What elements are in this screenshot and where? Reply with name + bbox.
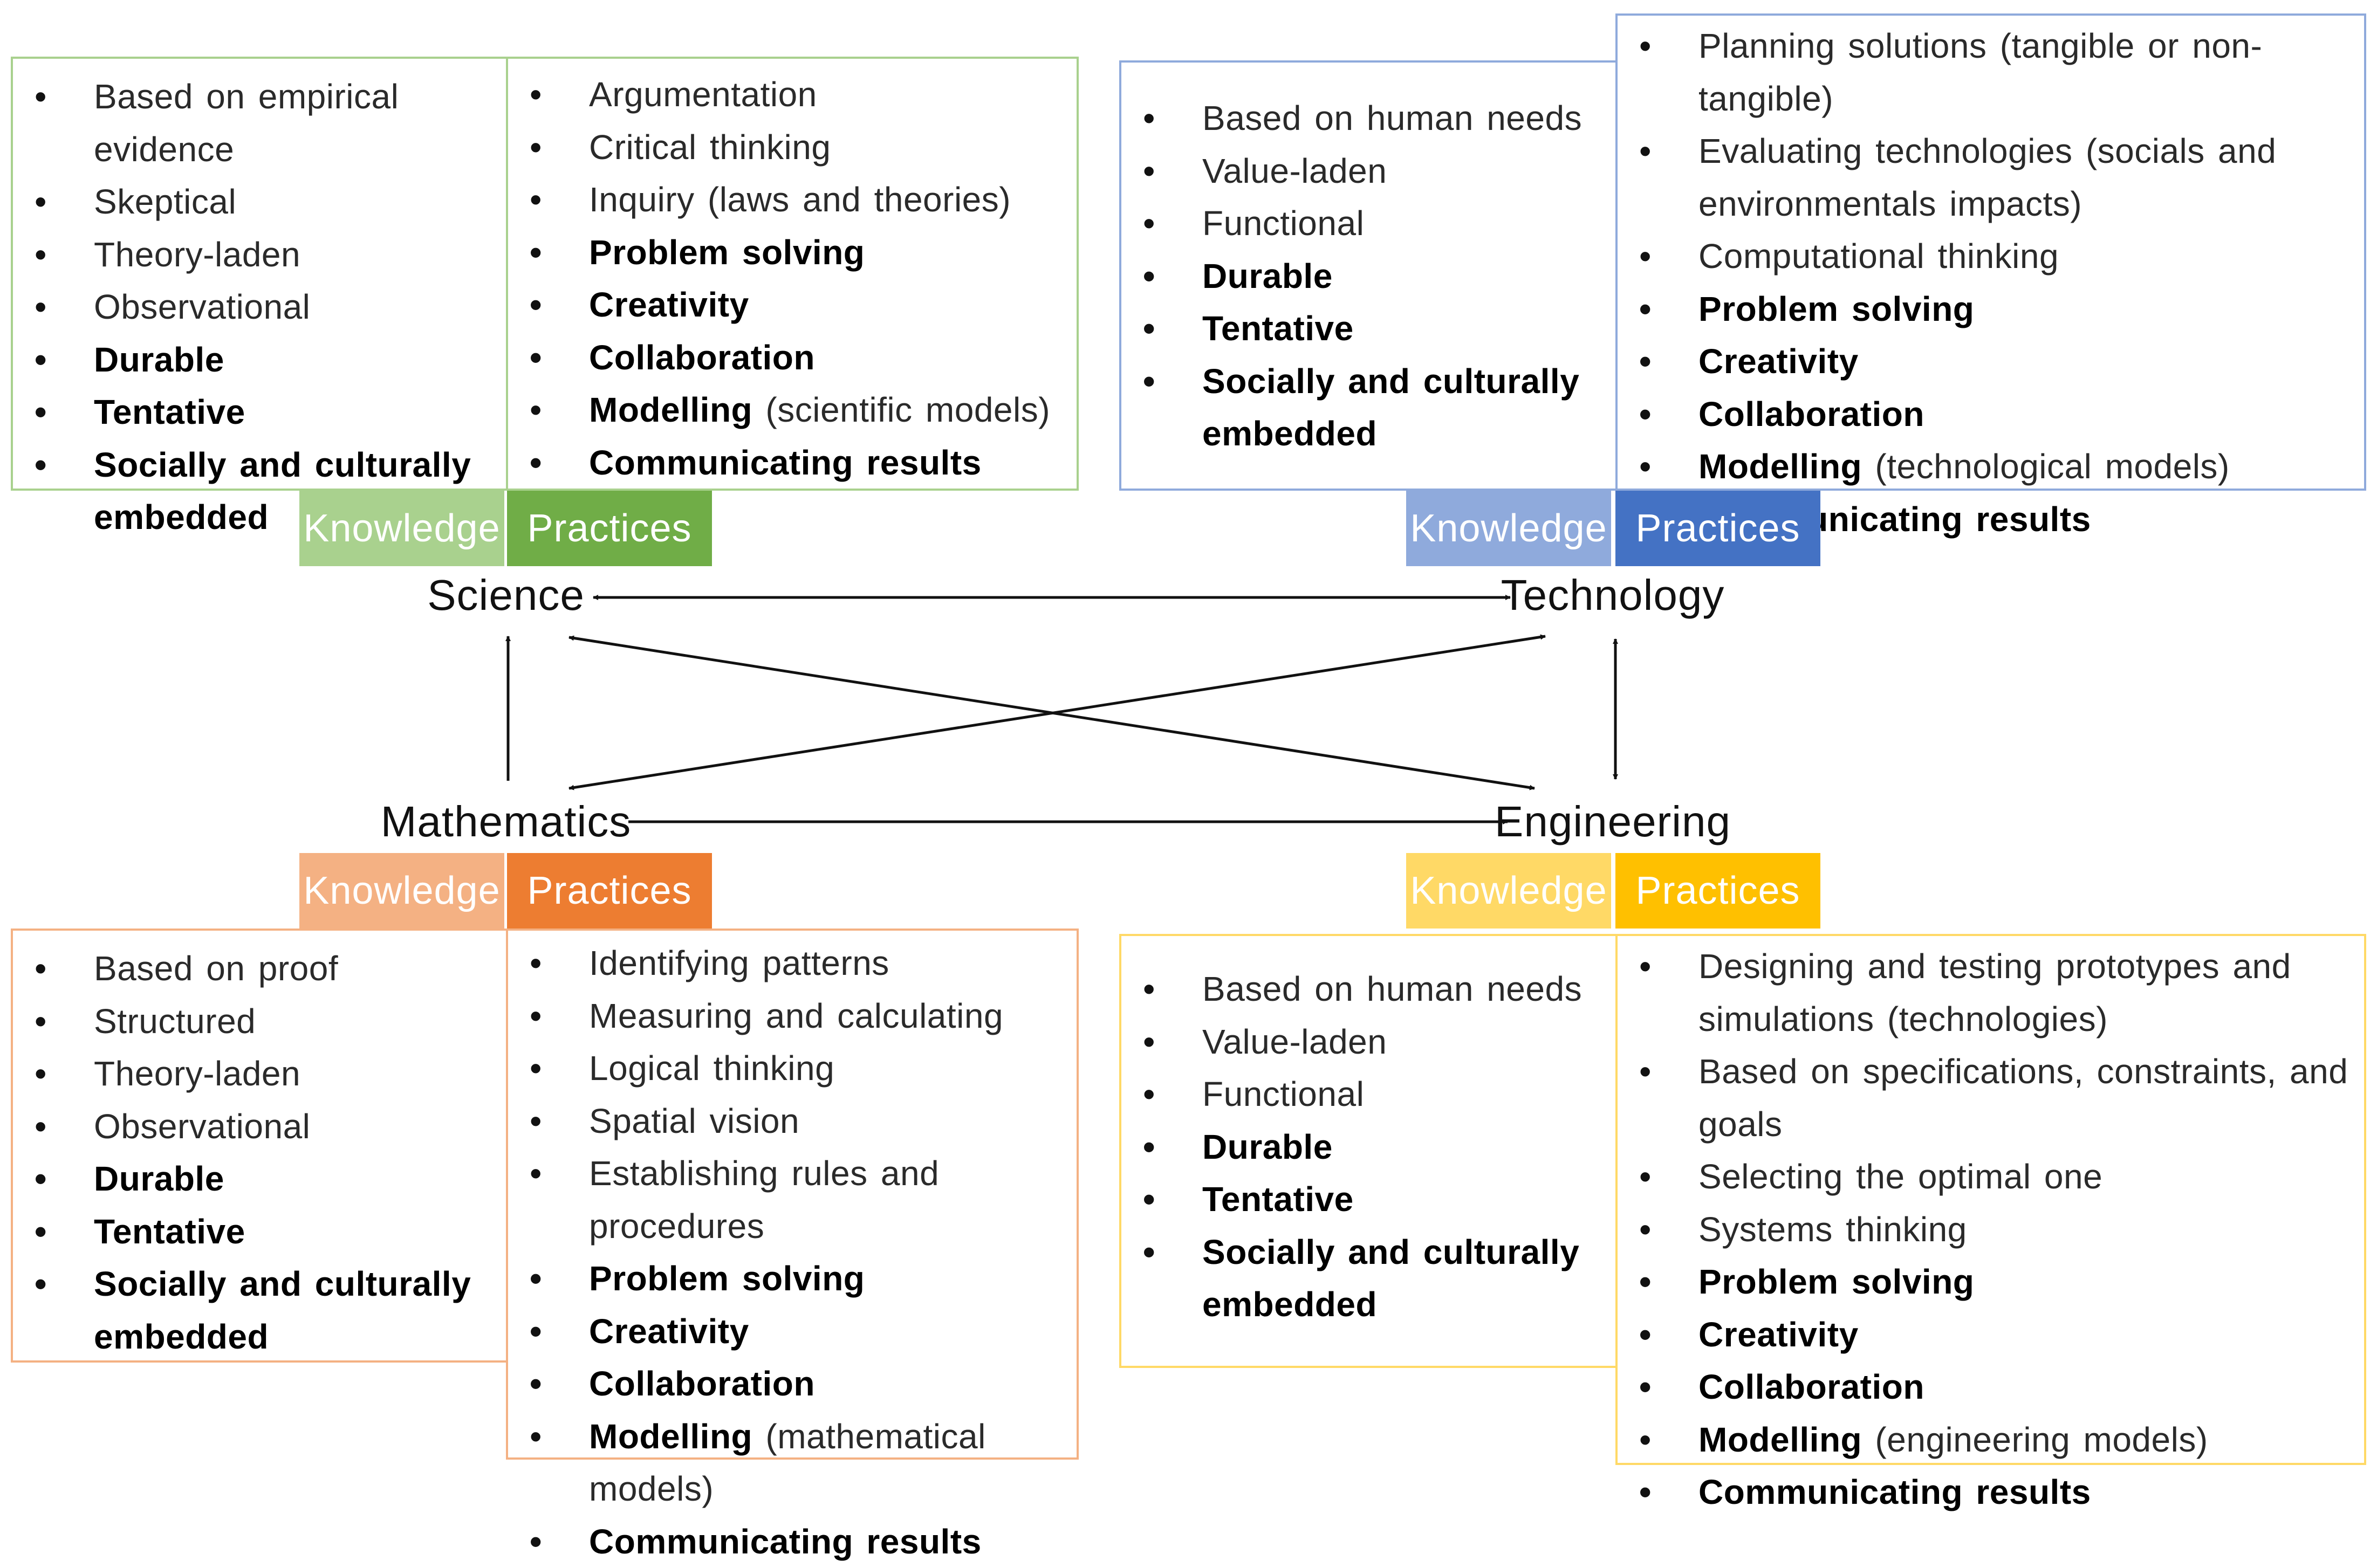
list-item-bold: Modelling [589,1417,752,1456]
list-item: Functional [1121,197,1616,250]
science-node: Science [427,570,585,620]
list-item: Durable [13,1153,506,1206]
list-item: Critical thinking [508,121,1077,174]
list-item: Creativity [508,279,1077,332]
list-item-bold: Modelling [589,390,752,429]
mathematics-node: Mathematics [381,797,631,847]
engineering-practices-tab: Practices [1615,853,1820,929]
list-item: Communicating results [508,437,1077,490]
list-item: Designing and testing prototypes and sim… [1618,940,2364,1046]
list-item: Tentative [13,386,506,439]
science-practices-box: ArgumentationCritical thinkingInquiry (l… [506,57,1079,491]
list-item: Collaboration [508,332,1077,384]
engineering-node: Engineering [1495,797,1731,847]
list-item: Argumentation [508,68,1077,121]
list-item: Based on human needs [1121,963,1616,1016]
list-item: Creativity [1618,335,2364,388]
engineering-knowledge-tab: Knowledge [1406,853,1611,929]
list-item: Durable [13,334,506,387]
list-item: Modelling (engineering models) [1618,1414,2364,1467]
technology-practices-tab: Practices [1615,491,1820,566]
mathematics-knowledge-tab: Knowledge [299,853,504,929]
list-item: Measuring and calculating [508,990,1077,1043]
list-item: Socially and culturally embedded [1121,355,1616,460]
list-item: Problem solving [1618,283,2364,336]
list-item: Collaboration [1618,388,2364,441]
mathematics-knowledge-list: Based on proofStructuredTheory-ladenObse… [13,943,506,1363]
list-item: Modelling (technological models) [1618,441,2364,493]
list-item-bold: Modelling [1698,1420,1862,1459]
list-item: Based on proof [13,943,506,995]
science-knowledge-tab: Knowledge [299,491,504,566]
list-item: Tentative [13,1206,506,1258]
mathematics-practices-tab: Practices [507,853,712,929]
science-knowledge-box: Based on empirical evidenceSkepticalTheo… [11,57,508,491]
list-item: Establishing rules and procedures [508,1147,1077,1253]
engineering-practices-box: Designing and testing prototypes and sim… [1615,934,2366,1465]
mathematics-practices-list: Identifying patternsMeasuring and calcul… [508,937,1077,1568]
science-knowledge-list: Based on empirical evidenceSkepticalTheo… [13,71,506,544]
list-item: Evaluating technologies (socials and env… [1618,125,2364,230]
list-item-detail: (scientific models) [752,390,1050,429]
technology-practices-list: Planning solutions (tangible or non-tang… [1618,20,2364,546]
list-item: Durable [1121,1121,1616,1174]
list-item: Problem solving [1618,1256,2364,1309]
list-item-bold: Modelling [1698,447,1862,486]
list-item: Modelling (scientific models) [508,384,1077,437]
list-item: Durable [1121,250,1616,303]
list-item: Creativity [508,1305,1077,1358]
list-item: Theory-laden [13,229,506,281]
list-item: Based on human needs [1121,92,1616,145]
engineering-knowledge-box: Based on human needsValue-ladenFunctiona… [1119,934,1618,1368]
list-item: Tentative [1121,302,1616,355]
list-item: Socially and culturally embedded [1121,1226,1616,1331]
stem-diagram: Based on empirical evidenceSkepticalTheo… [0,0,2377,1475]
list-item: Communicating results [1618,1466,2364,1519]
mathematics-knowledge-box: Based on proofStructuredTheory-ladenObse… [11,929,508,1363]
technology-knowledge-list: Based on human needsValue-ladenFunctiona… [1121,92,1616,460]
list-item: Based on specifications, constraints, an… [1618,1046,2364,1151]
list-item: Problem solving [508,226,1077,279]
list-item: Selecting the optimal one [1618,1151,2364,1203]
list-item: Value-laden [1121,1016,1616,1069]
list-item: Tentative [1121,1173,1616,1226]
list-item: Inquiry (laws and theories) [508,174,1077,226]
list-item: Systems thinking [1618,1203,2364,1256]
list-item: Identifying patterns [508,937,1077,990]
list-item: Socially and culturally embedded [13,1258,506,1363]
list-item: Problem solving [508,1253,1077,1305]
list-item: Functional [1121,1068,1616,1121]
list-item: Creativity [1618,1309,2364,1361]
list-item: Communicating results [508,1516,1077,1568]
list-item: Logical thinking [508,1042,1077,1095]
technology-node: Technology [1501,570,1725,620]
list-item: Observational [13,1101,506,1153]
list-item: Theory-laden [13,1048,506,1101]
list-item: Based on empirical evidence [13,71,506,176]
technology-knowledge-box: Based on human needsValue-ladenFunctiona… [1119,60,1618,491]
list-item-detail: (technological models) [1862,447,2230,486]
science-practices-list: ArgumentationCritical thinkingInquiry (l… [508,68,1077,489]
list-item: Collaboration [1618,1361,2364,1414]
list-item: Planning solutions (tangible or non-tang… [1618,20,2364,125]
list-item: Spatial vision [508,1095,1077,1148]
list-item: Computational thinking [1618,230,2364,283]
mathematics-practices-box: Identifying patternsMeasuring and calcul… [506,929,1079,1460]
list-item: Collaboration [508,1358,1077,1411]
list-item-detail: (engineering models) [1862,1420,2208,1459]
science-practices-tab: Practices [507,491,712,566]
engineering-practices-list: Designing and testing prototypes and sim… [1618,940,2364,1519]
technology-knowledge-tab: Knowledge [1406,491,1611,566]
list-item: Modelling (mathematical models) [508,1411,1077,1516]
list-item: Observational [13,281,506,334]
list-item: Skeptical [13,176,506,229]
technology-practices-box: Planning solutions (tangible or non-tang… [1615,13,2366,491]
list-item: Structured [13,995,506,1048]
list-item: Value-laden [1121,145,1616,198]
engineering-knowledge-list: Based on human needsValue-ladenFunctiona… [1121,963,1616,1331]
